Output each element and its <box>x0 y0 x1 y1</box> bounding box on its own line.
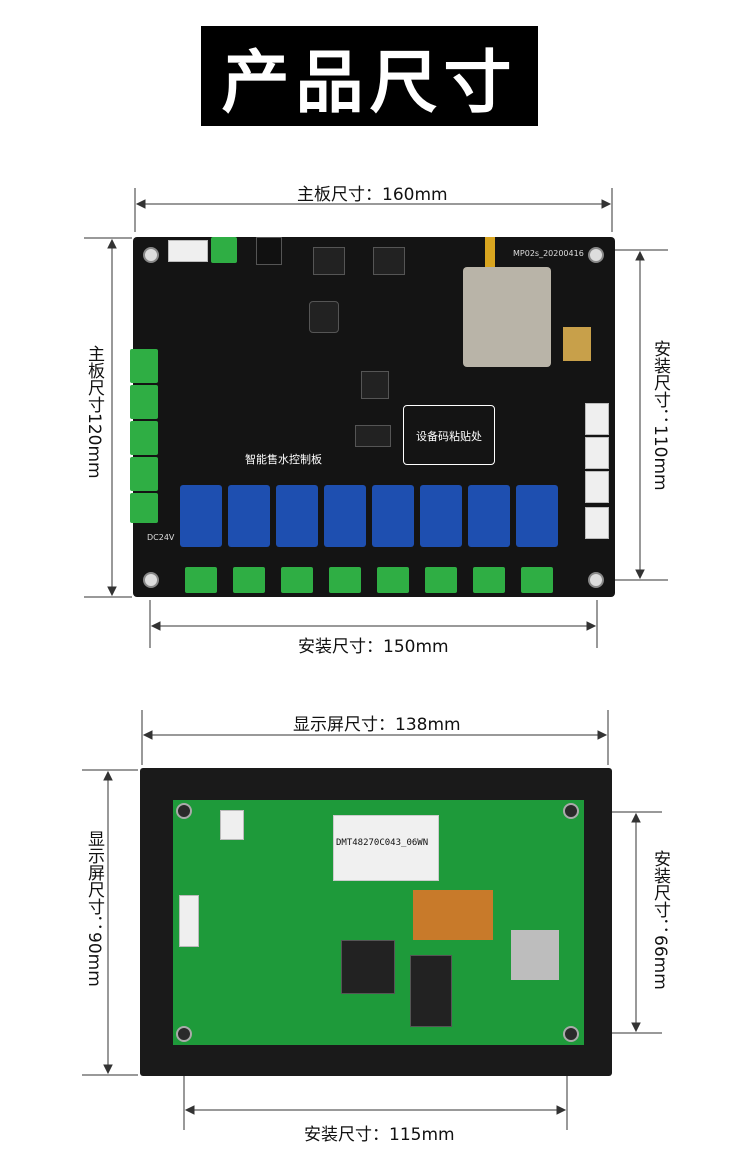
connector <box>220 810 244 840</box>
green-terminal <box>211 237 237 263</box>
mount-hole <box>563 803 579 819</box>
green-terminal <box>185 567 217 593</box>
board-width-label: 主板尺寸：160mm <box>297 185 448 205</box>
display-mcu-chip <box>341 940 395 994</box>
driver-chip <box>355 425 391 447</box>
connector <box>179 895 199 947</box>
qa-sticker: DMT48270C043_06WN <box>333 815 439 881</box>
page-title: 产品尺寸 <box>221 43 518 123</box>
antenna-connector <box>485 237 495 267</box>
main-control-board: MP02s_20200416 设备码粘贴处 智能售水控制板 DC24V <box>130 237 615 597</box>
green-terminal <box>521 567 553 593</box>
board-model-text: MP02s_20200416 <box>513 249 584 258</box>
sim-slot <box>563 327 591 361</box>
mount-hole <box>176 803 192 819</box>
connector <box>585 437 609 469</box>
board-height-label: 主板尺寸120mm <box>84 345 104 479</box>
4g-module <box>463 267 551 367</box>
connector <box>585 507 609 539</box>
display-width-label: 显示屏尺寸：138mm <box>293 715 461 735</box>
relay <box>228 485 270 547</box>
green-terminal <box>130 493 158 523</box>
device-code-text: 设备码粘贴处 <box>416 430 482 443</box>
green-terminal <box>377 567 409 593</box>
relay <box>420 485 462 547</box>
mount-hole <box>588 247 604 263</box>
voltage-text: DC24V <box>147 533 175 542</box>
green-terminal <box>473 567 505 593</box>
mount-hole <box>176 1026 192 1042</box>
relay <box>324 485 366 547</box>
mount-hole <box>563 1026 579 1042</box>
connector <box>585 471 609 503</box>
dc-jack <box>256 237 282 265</box>
relay <box>372 485 414 547</box>
sd-card-slot <box>511 930 559 980</box>
mount-hole <box>143 247 159 263</box>
connector <box>168 240 208 262</box>
regulator-chip <box>373 247 405 275</box>
green-terminal <box>233 567 265 593</box>
green-terminal <box>130 421 158 455</box>
green-terminal <box>281 567 313 593</box>
regulator-chip <box>313 247 345 275</box>
green-terminal <box>130 385 158 419</box>
mount-hole <box>588 572 604 588</box>
device-code-area: 设备码粘贴处 <box>403 405 495 465</box>
mount-hole <box>143 572 159 588</box>
green-terminal <box>425 567 457 593</box>
inductor <box>309 301 339 333</box>
relay <box>468 485 510 547</box>
green-terminal <box>130 349 158 383</box>
connector <box>585 403 609 435</box>
mcu-chip <box>361 371 389 399</box>
relay <box>276 485 318 547</box>
display-mount-width-label: 安装尺寸：115mm <box>304 1125 455 1145</box>
board-name-text: 智能售水控制板 <box>245 453 322 466</box>
memory-chip <box>410 955 452 1027</box>
green-terminal <box>130 457 158 491</box>
relay <box>180 485 222 547</box>
title-banner: 产品尺寸 <box>201 26 538 126</box>
relay <box>516 485 558 547</box>
ribbon-connector <box>413 890 493 940</box>
display-height-label: 显示屏尺寸：90mm <box>84 830 104 987</box>
display-mount-height-label: 安装尺寸：66mm <box>650 850 670 990</box>
board-mount-height-label: 安装尺寸：110mm <box>650 340 670 491</box>
green-terminal <box>329 567 361 593</box>
display-model-code: DMT48270C043_06WN <box>336 838 429 848</box>
board-mount-width-label: 安装尺寸：150mm <box>298 637 449 657</box>
